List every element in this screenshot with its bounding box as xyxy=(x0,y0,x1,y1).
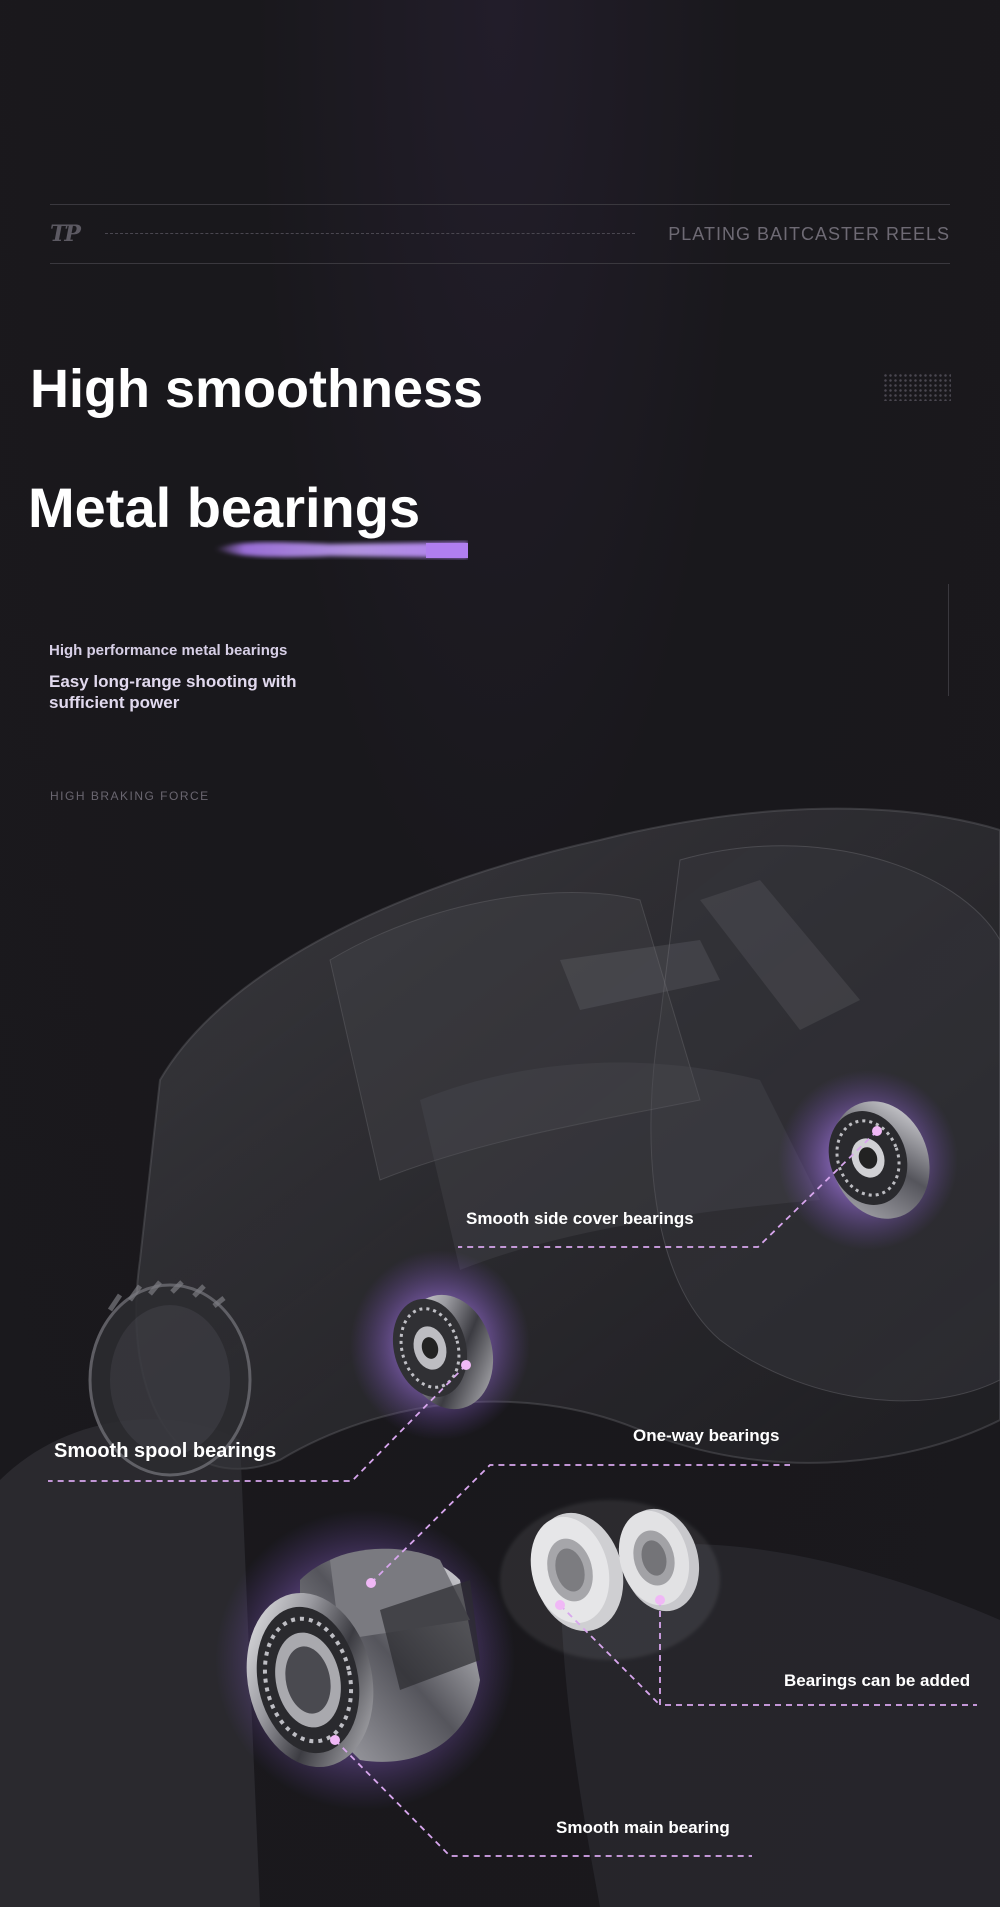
spool-gear xyxy=(88,1280,252,1477)
accent-brush-stroke xyxy=(214,542,468,558)
side-cover-bearing xyxy=(828,1101,930,1219)
tagline: HIGH BRAKING FORCE xyxy=(50,789,210,803)
brand-logo: TP xyxy=(50,221,81,247)
feature-description: Easy long-range shooting with sufficient… xyxy=(49,672,297,712)
spool-bearing xyxy=(392,1294,494,1410)
hero-title-line2: Metal bearings xyxy=(28,476,421,539)
callout-lines xyxy=(48,1130,977,1857)
header-top-rule xyxy=(50,204,950,205)
header-dotted-rule xyxy=(105,233,635,234)
label-spool-bearings: Smooth spool bearings xyxy=(54,1440,277,1462)
brand-title: PLATING BAITCASTER REELS xyxy=(668,224,950,244)
label-one-way-bearings: One-way bearings xyxy=(633,1426,780,1445)
decorative-vertical-rule xyxy=(948,584,949,696)
label-bearings-can-be-added: Bearings can be added xyxy=(784,1671,971,1690)
reel-exploded-illustration xyxy=(0,807,1000,1907)
feature-heading: High performance metal bearings xyxy=(49,642,288,659)
main-bearing xyxy=(246,1548,480,1768)
callout-dots xyxy=(330,1126,882,1745)
hero-title-line1: High smoothness xyxy=(30,359,484,419)
addon-bearing-left xyxy=(530,1512,624,1632)
label-side-cover-bearings: Smooth side cover bearings xyxy=(466,1209,694,1228)
label-main-bearing: Smooth main bearing xyxy=(556,1818,730,1837)
addon-bearing-right xyxy=(618,1508,700,1612)
header-bottom-rule xyxy=(50,263,950,264)
decorative-dot-grid xyxy=(883,373,951,401)
